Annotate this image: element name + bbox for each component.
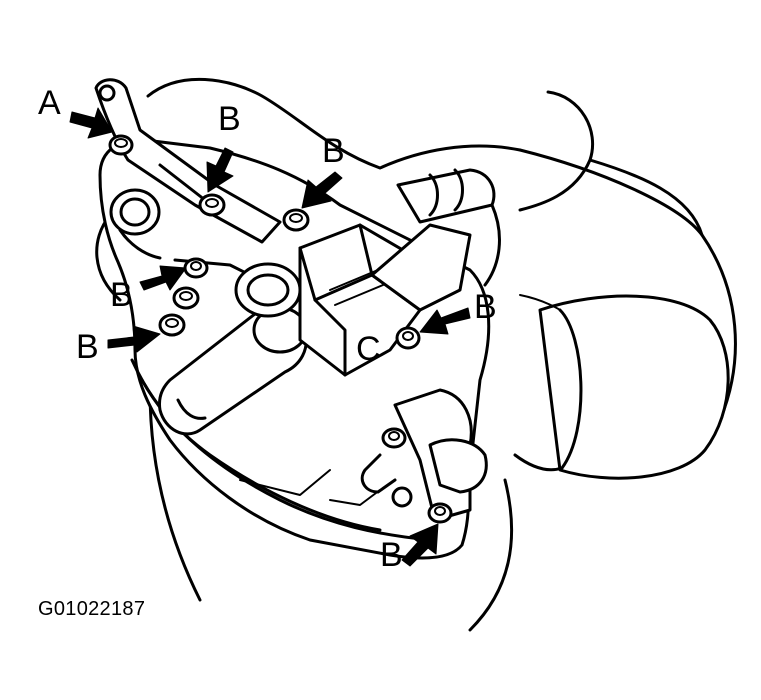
bolt-b3	[183, 257, 209, 279]
housing-port	[109, 188, 161, 236]
label-b-middle-left: B	[110, 276, 133, 314]
label-b-right: B	[474, 288, 497, 326]
arrow-b4	[107, 325, 161, 353]
callout-arrows	[69, 107, 471, 567]
arrow-b2	[301, 171, 343, 209]
callout-labels: A B B B B B B C	[38, 84, 497, 574]
bracket-arm	[94, 78, 282, 244]
label-c: C	[356, 330, 381, 368]
label-b-top-left: B	[218, 100, 241, 138]
bolt-b8	[427, 502, 453, 524]
label-b-lower-left: B	[76, 328, 99, 366]
engine-background-outline	[95, 77, 737, 632]
bolts	[108, 134, 453, 524]
arrow-a	[69, 107, 113, 139]
bolt-b7	[381, 427, 407, 449]
figure-code: G01022187	[38, 598, 146, 620]
label-b-bottom: B	[380, 536, 403, 574]
right-cylinder	[513, 294, 730, 480]
bolt-b4	[172, 286, 200, 310]
arrow-b1	[206, 147, 234, 193]
arrow-b5	[419, 307, 471, 335]
lower-bracket	[360, 388, 488, 522]
bolt-a	[108, 134, 134, 156]
upper-pipe	[396, 168, 501, 287]
bolt-b6	[395, 326, 421, 350]
bolt-b1	[198, 193, 226, 217]
arrow-b6	[401, 523, 439, 567]
bolt-b2	[282, 208, 310, 232]
bolt-b5	[158, 313, 186, 337]
label-b-top-right: B	[322, 132, 345, 170]
label-a: A	[38, 84, 61, 122]
arrow-b3	[139, 265, 187, 291]
